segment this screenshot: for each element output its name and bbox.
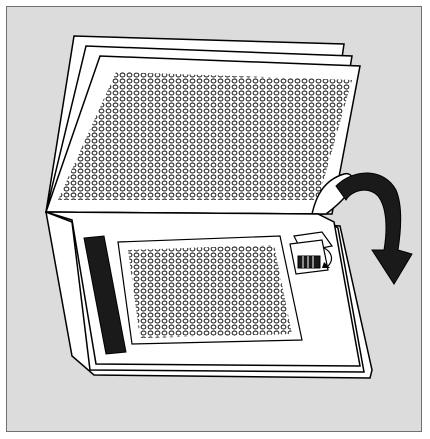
lower-page-text-block: [118, 236, 302, 344]
